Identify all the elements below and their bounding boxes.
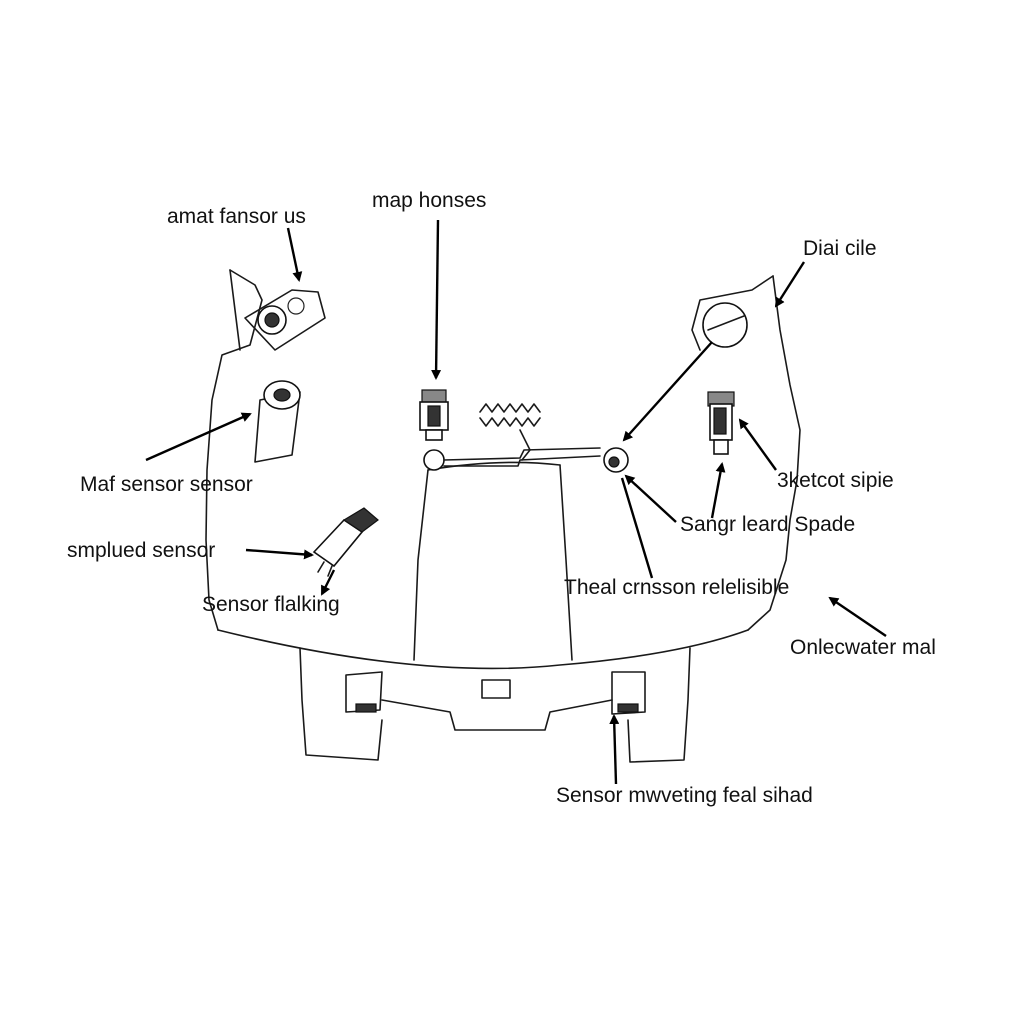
dial-part xyxy=(702,302,748,348)
label-map-honses: map honses xyxy=(372,189,487,212)
vehicle-outline xyxy=(205,269,801,763)
label-maf-sensor: Maf sensor sensor xyxy=(80,473,253,496)
map-sensor-part xyxy=(419,389,449,441)
label-smplued-sensor: smplued sensor xyxy=(67,539,216,562)
label-sensor-flalking: Sensor flalking xyxy=(202,593,340,616)
wiring-harness xyxy=(423,403,629,473)
inline-sensor-part xyxy=(312,507,379,577)
label-onlecwater-mal: Onlecwater mal xyxy=(790,636,936,659)
label-sketcot-sipie: 3ketcot sipie xyxy=(777,469,894,492)
leader-arrows xyxy=(145,219,887,785)
label-sangr-leard-spade: Sangr leard Spade xyxy=(680,513,856,536)
label-dial-cile: Diai cile xyxy=(803,237,877,260)
fan-sensor-part xyxy=(244,289,326,351)
label-sensor-mwveting: Sensor mwveting feal sihad xyxy=(556,784,813,807)
right-sensor-part xyxy=(707,391,735,455)
maf-sensor-part xyxy=(254,380,301,463)
label-theal-crnsson: Theal crnsson relelisible xyxy=(564,576,790,599)
label-amat-fansor: amat fansor us xyxy=(167,205,306,228)
